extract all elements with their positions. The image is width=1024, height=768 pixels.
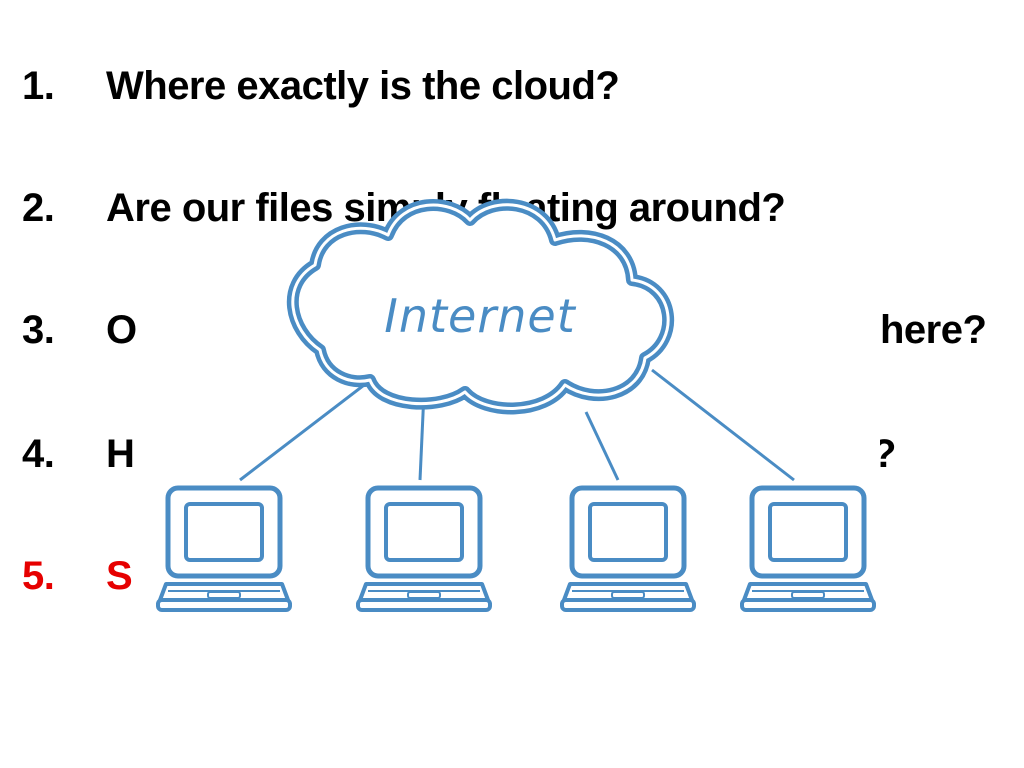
- question-3-tail-text: here?: [880, 308, 987, 352]
- question-4-number: 4.: [22, 432, 55, 476]
- question-5-number: 5.: [22, 554, 55, 598]
- question-1: 1. Where exactly is the cloud?: [22, 56, 620, 116]
- question-3-text: O: [106, 308, 137, 352]
- question-3-tail: here?: [880, 300, 987, 360]
- question-1-text: Where exactly is the cloud?: [106, 64, 620, 108]
- laptop-icon: [562, 488, 694, 610]
- laptop-icon: [358, 488, 490, 610]
- question-2-number: 2.: [22, 186, 55, 230]
- question-1-number: 1.: [22, 64, 55, 108]
- question-3: 3. O: [22, 300, 137, 360]
- question-5-text: S: [106, 554, 133, 598]
- question-4: 4. H: [22, 424, 135, 484]
- network-diagram: Internet: [140, 180, 880, 620]
- laptop-icon: [158, 488, 290, 610]
- cloud-icon: Internet: [286, 198, 675, 415]
- question-3-number: 3.: [22, 308, 55, 352]
- question-4-text: H: [106, 432, 135, 476]
- cloud-label: Internet: [384, 289, 576, 343]
- laptop-icon: [742, 488, 874, 610]
- question-5: 5. S: [22, 546, 133, 606]
